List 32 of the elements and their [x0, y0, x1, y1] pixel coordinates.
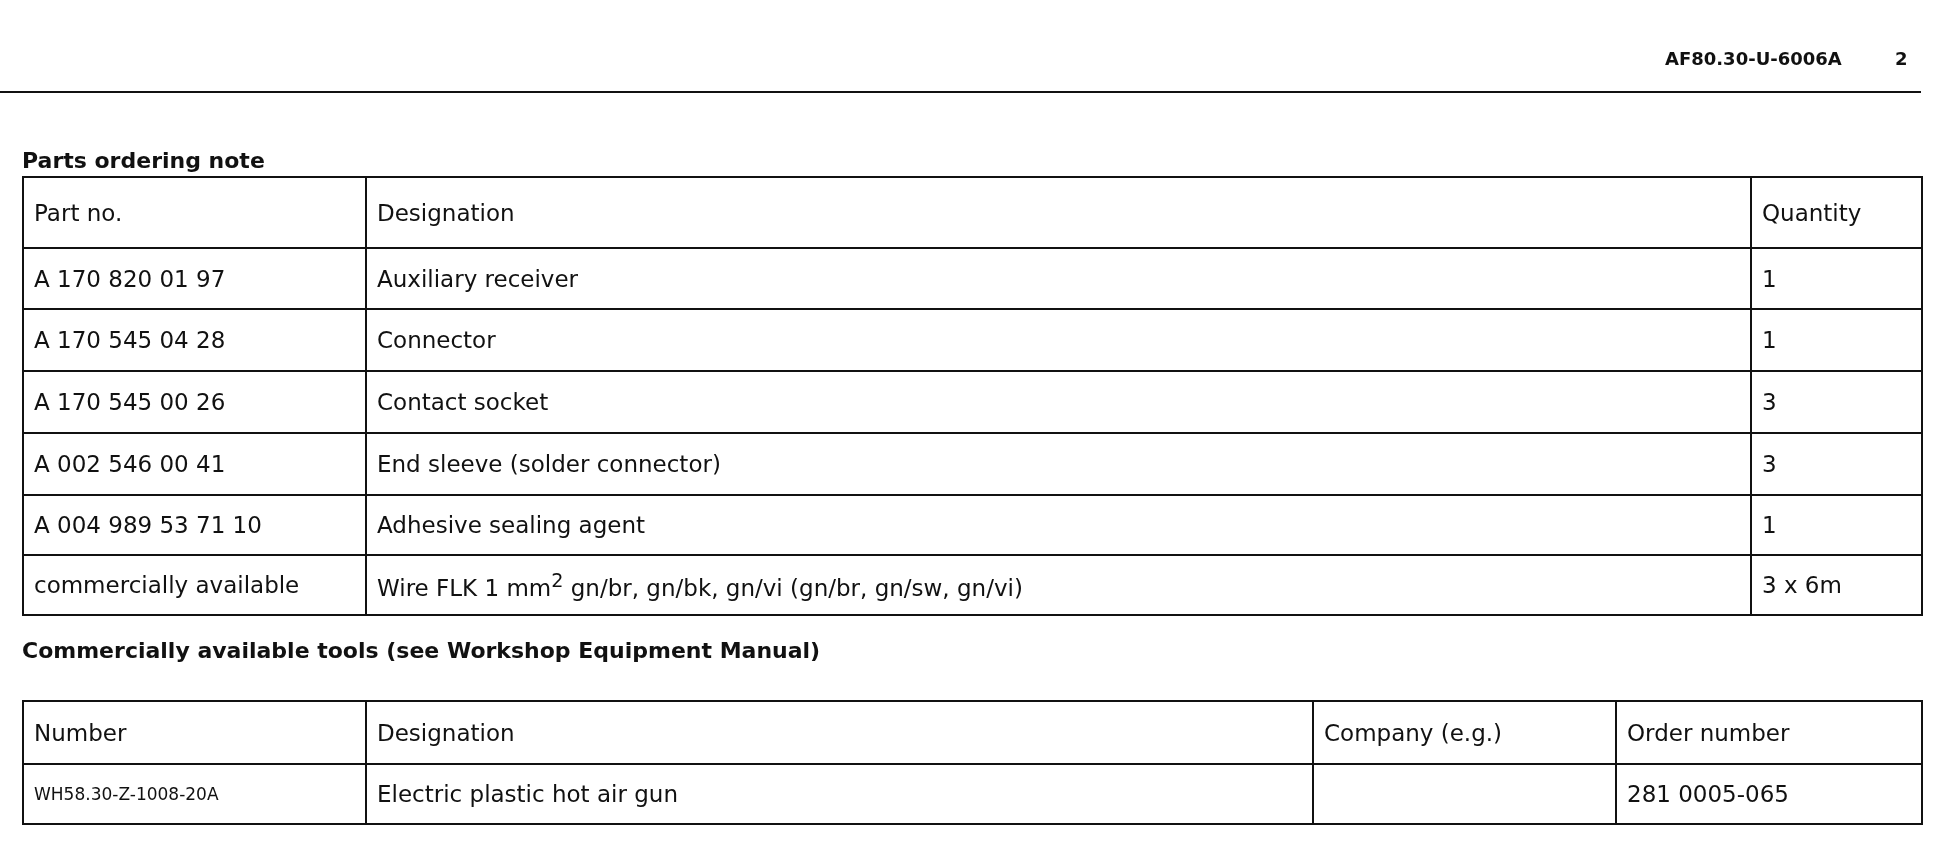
page-number: 2 [1895, 48, 1908, 69]
table-cell: End sleeve (solder connector) [366, 433, 1751, 495]
column-header: Designation [366, 177, 1751, 248]
table-cell: Wire FLK 1 mm$^{2}$ gn/br, gn/bk, gn/vi (gn/br, gn/sw, gn/vi) [366, 555, 1751, 615]
table-cell: Auxiliary receiver [366, 248, 1751, 309]
table-cell: A 170 545 00 26 [23, 371, 366, 433]
table-cell: A 004 989 53 71 10 [23, 495, 366, 555]
table-cell: 1 [1751, 309, 1922, 371]
table-cell: 3 [1751, 371, 1922, 433]
table-cell: 1 [1751, 495, 1922, 555]
column-header: Designation [366, 701, 1313, 764]
column-header: Quantity [1751, 177, 1922, 248]
table-cell: 1 [1751, 248, 1922, 309]
column-header: Number [23, 701, 366, 764]
table-cell: 3 x 6m [1751, 555, 1922, 615]
table-cell: 3 [1751, 433, 1922, 495]
table-cell: Adhesive sealing agent [366, 495, 1751, 555]
table-cell: WH58.30-Z-1008-20A [23, 764, 366, 824]
table-cell: Connector [366, 309, 1751, 371]
table-cell: A 002 546 00 41 [23, 433, 366, 495]
table-cell: A 170 545 04 28 [23, 309, 366, 371]
column-header: Company (e.g.) [1313, 701, 1616, 764]
table-cell: 281 0005-065 [1616, 764, 1922, 824]
section-heading: Parts ordering note [22, 148, 265, 173]
table-cell: commercially available [23, 555, 366, 615]
table-cell: A 170 820 01 97 [23, 248, 366, 309]
table-cell: Contact socket [366, 371, 1751, 433]
column-header: Part no. [23, 177, 366, 248]
section-heading: Commercially available tools (see Workshop Equipment Manual) [22, 638, 821, 663]
column-header: Order number [1616, 701, 1922, 764]
document-code: AF80.30-U-6006A [1665, 48, 1842, 69]
table-cell: Electric plastic hot air gun [366, 764, 1313, 824]
